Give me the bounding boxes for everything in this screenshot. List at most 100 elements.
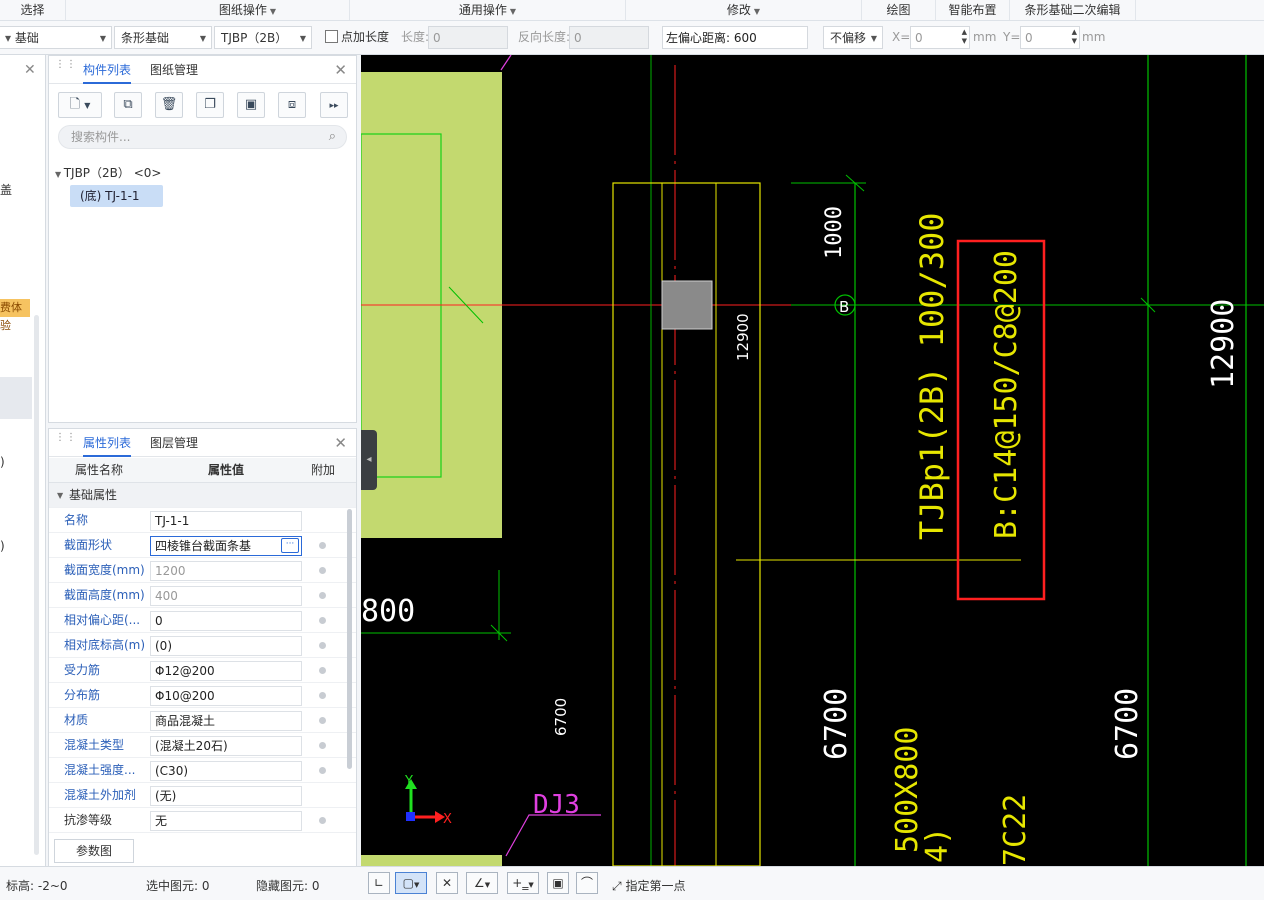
scrollbar[interactable]	[34, 315, 39, 855]
export-component-button[interactable]: ⧈	[278, 92, 306, 118]
delete-button[interactable]: 🗑	[155, 92, 183, 118]
x-input[interactable]: 0▲▼	[910, 26, 970, 49]
copy-button[interactable]: ⧉	[114, 92, 142, 118]
attach-indicator-icon[interactable]	[319, 742, 326, 749]
property-value-input[interactable]: 无	[150, 811, 302, 831]
table-row[interactable]: 相对底标高(m)(0)	[49, 633, 356, 658]
attach-indicator-icon[interactable]	[319, 592, 326, 599]
property-value-input[interactable]: (C30)	[150, 761, 302, 781]
display-button[interactable]: ▣	[547, 872, 569, 894]
drag-handle-icon[interactable]: ⋮⋮	[55, 59, 77, 70]
property-value-input[interactable]: 400	[150, 586, 302, 606]
nav-selected-item[interactable]	[0, 377, 32, 419]
ribbon-smart-layout[interactable]: 智能布置	[936, 0, 1010, 20]
add-length-checkbox[interactable]: 点加长度	[325, 26, 389, 49]
property-value-input[interactable]: Φ10@200	[150, 686, 302, 706]
table-row[interactable]: 截面高度(mm)400	[49, 583, 356, 608]
more-button[interactable]: ▸▸	[320, 92, 348, 118]
hidden-count: 隐藏图元: 0	[256, 879, 320, 893]
ribbon-common-ops[interactable]: 通用操作▼	[350, 0, 626, 20]
isolated-footing-label: DJ3	[533, 790, 580, 820]
angle-button[interactable]: ∠▼	[466, 872, 498, 894]
attach-indicator-icon[interactable]	[319, 542, 326, 549]
ribbon-drawing-ops[interactable]: 图纸操作▼	[146, 0, 350, 20]
duplicate-layer-button[interactable]: ❐	[196, 92, 224, 118]
search-input[interactable]: 搜索构件...⌕	[58, 125, 347, 149]
drag-handle-icon[interactable]: ⋮⋮	[55, 432, 77, 443]
property-value-input[interactable]: 0	[150, 611, 302, 631]
close-icon[interactable]: ✕	[24, 62, 36, 78]
spinner-icon[interactable]: ▲▼	[1071, 28, 1077, 45]
arc-button[interactable]: ⌒	[576, 872, 598, 894]
x-unit: mm	[973, 30, 997, 44]
property-value-input[interactable]: 1200	[150, 561, 302, 581]
reverse-length-input[interactable]: 0	[569, 26, 649, 49]
ribbon-modify[interactable]: 修改▼	[626, 0, 862, 20]
tab-layer-management[interactable]: 图层管理	[150, 436, 199, 450]
trial-badge[interactable]: 费体验	[0, 299, 30, 332]
dimension-tick	[1140, 297, 1156, 313]
y-input[interactable]: 0▲▼	[1020, 26, 1080, 49]
ribbon-strip-footing-edit[interactable]: 条形基础二次编辑	[1010, 0, 1136, 20]
offset-mode-select[interactable]: 不偏移▼	[823, 26, 883, 49]
table-row[interactable]: 相对偏心距(...0	[49, 608, 356, 633]
foundation-fill	[361, 855, 502, 866]
beam-label: TJBp1(2B) 100/300	[913, 212, 951, 540]
spinner-icon[interactable]: ▲▼	[961, 28, 967, 45]
component-select[interactable]: TJBP（2B）▼	[214, 26, 312, 49]
attach-indicator-icon[interactable]	[319, 817, 326, 824]
offset-field[interactable]: 左偏心距离: 600	[662, 26, 808, 49]
cad-canvas[interactable]: 1000 12900 12900 B TJBp1(2B) 100/300 B:C…	[361, 55, 1264, 866]
save-component-button[interactable]: ▣	[237, 92, 265, 118]
property-value-input[interactable]: (无)	[150, 786, 302, 806]
table-row[interactable]: 混凝土强度...(C30)	[49, 758, 356, 783]
ribbon-draw[interactable]: 绘图	[862, 0, 936, 20]
chevron-down-icon: ▼	[269, 7, 277, 16]
table-row[interactable]: 混凝土外加剂(无)	[49, 783, 356, 808]
attach-indicator-icon[interactable]	[319, 642, 326, 649]
property-value-input[interactable]: TJ-1-1	[150, 511, 302, 531]
scrollbar[interactable]	[347, 509, 352, 769]
table-row[interactable]: 混凝土类型(混凝土20石)	[49, 733, 356, 758]
collapse-panel-handle[interactable]: ◂	[361, 430, 377, 490]
attach-indicator-icon[interactable]	[319, 617, 326, 624]
tab-drawing-management[interactable]: 图纸管理	[150, 63, 199, 77]
cross-snap-button[interactable]: ✕	[436, 872, 458, 894]
params-diagram-button[interactable]: 参数图	[54, 839, 134, 863]
attach-indicator-icon[interactable]	[319, 692, 326, 699]
property-value-input[interactable]: 四棱锥台截面条基···	[150, 536, 302, 556]
table-row[interactable]: 抗渗等级无	[49, 808, 356, 833]
more-options-button[interactable]: ···	[281, 538, 299, 553]
length-input[interactable]: 0	[428, 26, 508, 49]
attach-indicator-icon[interactable]	[319, 667, 326, 674]
dim-text-1000: 1000	[822, 206, 847, 259]
attach-indicator-icon[interactable]	[319, 717, 326, 724]
property-group[interactable]: ▼ 基础属性	[49, 483, 356, 508]
property-value-input[interactable]: (混凝土20石)	[150, 736, 302, 756]
tree-item-selected[interactable]: (底) TJ-1-1	[70, 185, 163, 207]
attach-indicator-icon[interactable]	[319, 767, 326, 774]
tab-property-list[interactable]: 属性列表	[83, 429, 132, 457]
table-row[interactable]: 材质商品混凝土	[49, 708, 356, 733]
floor-select[interactable]: ▾ 基础▼	[0, 26, 112, 49]
offset-snap-button[interactable]: +‗▼	[507, 872, 539, 894]
ortho-button[interactable]: ∟	[368, 872, 390, 894]
property-value-input[interactable]: Φ12@200	[150, 661, 302, 681]
table-row[interactable]: 截面宽度(mm)1200	[49, 558, 356, 583]
attach-indicator-icon[interactable]	[319, 567, 326, 574]
tab-component-list[interactable]: 构件列表	[83, 56, 132, 84]
snap-mode-button[interactable]: ▢▼	[395, 872, 427, 894]
ribbon-select[interactable]: 选择	[0, 0, 66, 20]
new-component-button[interactable]: 🗋 ▼	[58, 92, 102, 118]
property-value-input[interactable]: 商品混凝土	[150, 711, 302, 731]
type-select[interactable]: 条形基础▼	[114, 26, 212, 49]
dimension-tick	[845, 174, 865, 192]
close-icon[interactable]: ✕	[334, 61, 347, 79]
close-icon[interactable]: ✕	[334, 434, 347, 452]
tree-root[interactable]: ▼ TJBP（2B） <0>	[55, 166, 162, 180]
property-value-input[interactable]: (0)	[150, 636, 302, 656]
table-row[interactable]: 截面形状四棱锥台截面条基···	[49, 533, 356, 558]
